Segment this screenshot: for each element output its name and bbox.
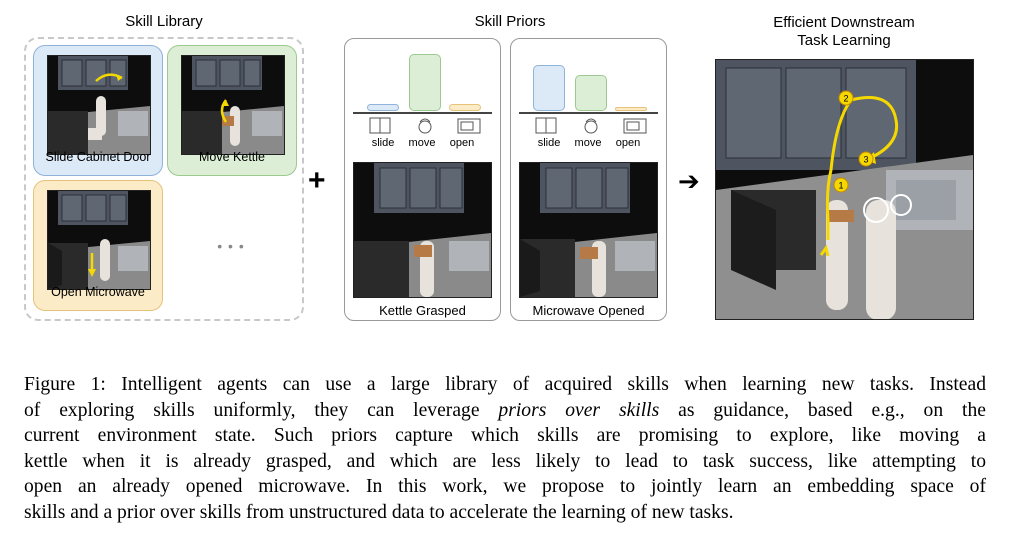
svg-text:2: 2 [843, 94, 848, 104]
prior-baseline [519, 112, 658, 114]
downstream-title-line1: Efficient Downstream [773, 14, 915, 31]
figure-caption: Figure 1: Intelligent agents can use a l… [24, 372, 986, 525]
scene-label: Kettle Grasped [379, 303, 466, 318]
skill-label: Open Microwave [51, 285, 145, 299]
step-marker-2: 2 [838, 90, 854, 106]
caption-emphasis: priors over skills [498, 399, 660, 421]
skill-library-box [24, 37, 304, 321]
svg-text:1: 1 [838, 181, 843, 191]
prior-bar-open [449, 103, 481, 111]
skill-icons [535, 117, 647, 134]
downstream-title-line2: Task Learning [797, 32, 891, 49]
prior-bar-slide [367, 103, 399, 111]
prior-bar-move [409, 53, 441, 111]
svg-text:3: 3 [863, 155, 868, 165]
caption-line: Figure 1: Intelligent agents can use a l… [24, 374, 986, 395]
kettle-icon [418, 118, 432, 134]
caption-line: open an already opened microwave. In thi… [24, 476, 986, 497]
kitchen-thumbnail-image [47, 55, 151, 155]
skill-label: Move Kettle [198, 150, 265, 164]
skill-icons [369, 117, 481, 134]
prior-panel-microwave-opened: slide move open Microwave Opened [510, 38, 667, 321]
more-skills-ellipsis: • • • [217, 238, 245, 254]
kettle-grasped-scene-image [353, 162, 492, 298]
step-marker-3: 3 [858, 151, 874, 167]
prior-bar-chart [365, 47, 485, 111]
right-arrow-icon: ➔ [678, 166, 700, 196]
skill-name-move: move [574, 137, 602, 149]
prior-bar-move [575, 75, 607, 111]
microwave-opened-scene-image [519, 162, 658, 298]
skill-card-move-kettle: Move Kettle [167, 45, 297, 176]
skill-name-move: move [408, 137, 436, 149]
scene-label: Microwave Opened [532, 303, 645, 318]
cabinet-icon [535, 117, 557, 134]
skill-name-open: open [615, 137, 641, 149]
step-marker-1: 1 [833, 177, 849, 193]
skill-name-open: open [449, 137, 475, 149]
skill-name-slide: slide [371, 137, 395, 149]
skill-name-slide: slide [537, 137, 561, 149]
plus-sign: + [308, 164, 326, 197]
skill-priors-title: Skill Priors [474, 13, 546, 30]
kettle-icon [584, 118, 598, 134]
prior-bar-chart [531, 47, 651, 111]
skill-card-open-microwave: Open Microwave [33, 180, 163, 311]
task-path-overlay [819, 96, 899, 257]
microwave-icon [623, 118, 647, 134]
skill-library-title: Skill Library [125, 13, 203, 30]
prior-bar-slide [533, 64, 565, 111]
caption-line: current environment state. Such priors c… [24, 425, 986, 446]
caption-line: kettle when it is already grasped, and w… [24, 450, 986, 472]
skill-card-slide-cabinet-door: Slide Cabinet Door [33, 45, 163, 176]
prior-bar-open [615, 107, 647, 111]
downstream-scene-image: 1 2 3 [715, 59, 974, 320]
kitchen-thumbnail-image [47, 190, 151, 290]
prior-baseline [353, 112, 492, 114]
skill-label: Slide Cabinet Door [45, 150, 151, 164]
kitchen-thumbnail-image [181, 55, 285, 155]
microwave-icon [457, 118, 481, 134]
caption-line: of exploring skills uniformly, they can … [24, 399, 986, 421]
caption-line: skills and a prior over skills from unst… [24, 501, 734, 523]
cabinet-icon [369, 117, 391, 134]
prior-panel-kettle-grasped: slide move open Kettle Grasped [344, 38, 501, 321]
